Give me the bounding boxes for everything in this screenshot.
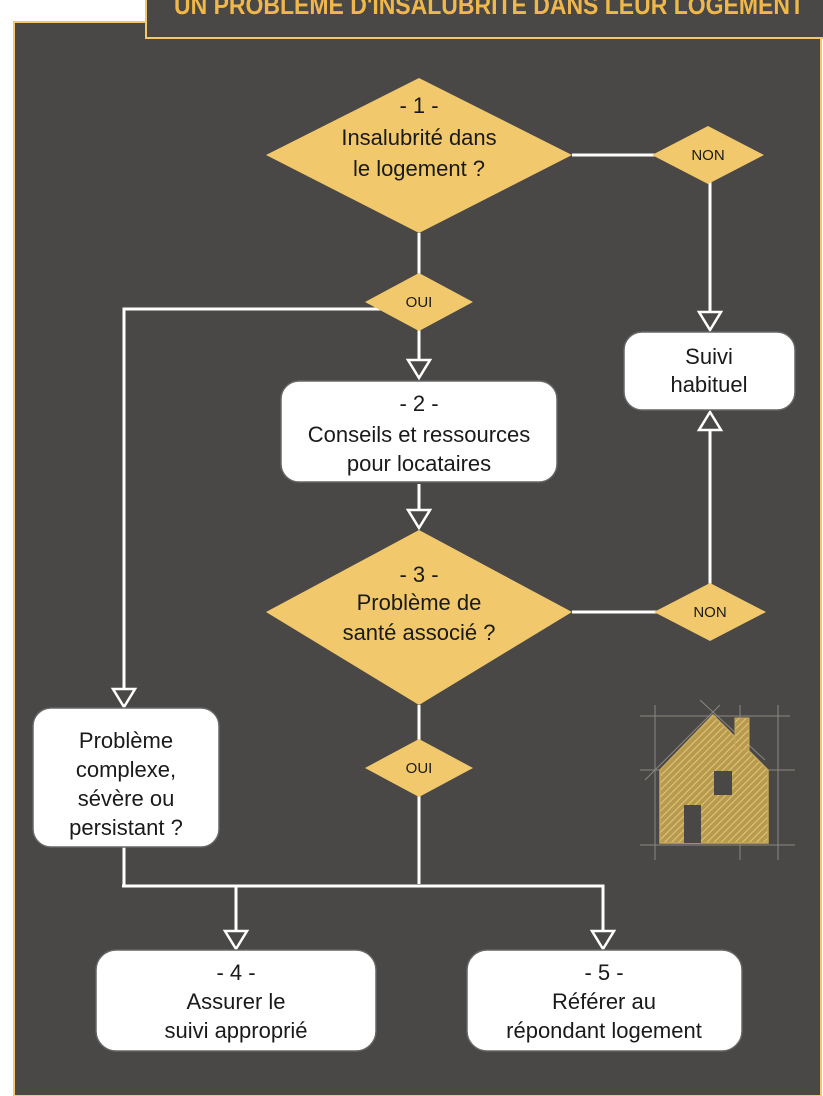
complex-line3: sévère ou <box>78 786 175 811</box>
oui-tag-2-label: OUI <box>406 760 433 777</box>
arrowhead <box>110 687 138 710</box>
arrowhead <box>222 929 250 952</box>
non-tag-1: NON <box>652 126 764 184</box>
complex-line1: Problème <box>79 728 173 753</box>
box-4: - 4 - Assurer le suivi approprié <box>95 949 377 1052</box>
suivi-line2: habituel <box>670 372 747 397</box>
decision-3-line1: Problème de <box>357 590 482 615</box>
decision-3-number: - 3 - <box>399 562 438 587</box>
suivi-line1: Suivi <box>685 344 733 369</box>
arrowhead <box>696 310 724 333</box>
complex-line4: persistant ? <box>69 815 183 840</box>
oui-tag-1: OUI <box>365 273 473 331</box>
box-5-line2: répondant logement <box>506 1018 702 1043</box>
decision-3-line2: santé associé ? <box>343 620 496 645</box>
box-2-number: - 2 - <box>399 391 438 416</box>
box-4-line2: suivi approprié <box>164 1018 307 1043</box>
complex-line2: complexe, <box>76 757 176 782</box>
house-sketch-icon <box>640 699 795 860</box>
box-5: - 5 - Référer au répondant logement <box>466 949 743 1052</box>
box-4-line1: Assurer le <box>186 989 285 1014</box>
non-tag-2-label: NON <box>693 604 726 621</box>
non-tag-2: NON <box>654 583 766 641</box>
arrowhead <box>696 409 724 432</box>
oui-tag-1-label: OUI <box>406 294 433 311</box>
box-4-number: - 4 - <box>216 960 255 985</box>
box-5-line1: Référer au <box>552 989 656 1014</box>
connector-merge-b5 <box>419 884 605 932</box>
decision-3: - 3 - Problème de santé associé ? <box>266 530 572 705</box>
decision-1: - 1 - Insalubrité dans le logement ? <box>266 78 572 233</box>
decision-1-line2: le logement ? <box>353 156 485 181</box>
box-suivi-habituel: Suivi habituel <box>623 331 796 411</box>
box-2-line1: Conseils et ressources <box>308 422 531 447</box>
decision-1-number: - 1 - <box>399 93 438 118</box>
connector-oui-complex <box>122 307 419 695</box>
title-banner: UN PROBLÈME D'INSALUBRITÉ DANS LEUR LOGE… <box>145 0 823 39</box>
title-text: UN PROBLÈME D'INSALUBRITÉ DANS LEUR LOGE… <box>174 0 804 20</box>
box-2-line2: pour locataires <box>347 451 491 476</box>
decision-1-line1: Insalubrité dans <box>341 125 496 150</box>
box-2: - 2 - Conseils et ressources pour locata… <box>280 380 558 483</box>
box-5-number: - 5 - <box>584 960 623 985</box>
arrowheads <box>110 310 724 952</box>
arrowhead <box>405 508 433 531</box>
non-tag-1-label: NON <box>691 147 724 164</box>
arrowhead <box>589 929 617 952</box>
arrowhead <box>405 358 433 381</box>
box-probleme-complexe: Problème complexe, sévère ou persistant … <box>32 707 220 848</box>
oui-tag-2: OUI <box>365 739 473 797</box>
